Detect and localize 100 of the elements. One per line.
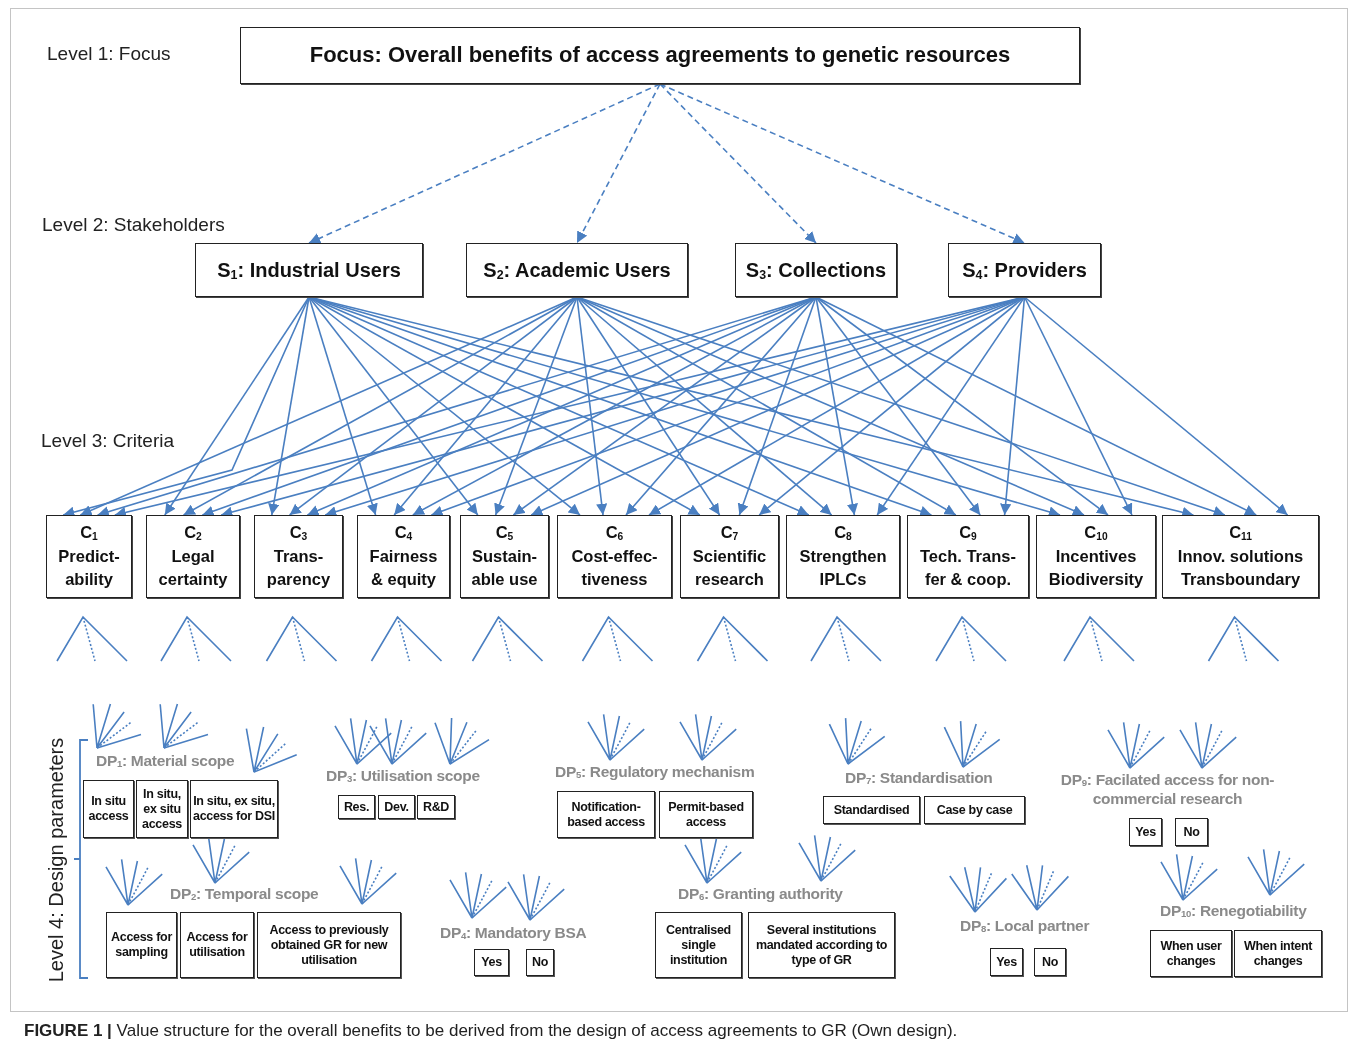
option-box — [180, 912, 254, 978]
level-label: Level 1: Focus — [47, 43, 171, 66]
arrow — [815, 296, 858, 516]
stakeholder-name: S$_{4}$: Providers — [962, 258, 1087, 282]
criterion-code: C$_{4}$ — [394, 521, 413, 544]
criterion-box — [557, 515, 672, 598]
option-box — [378, 795, 415, 819]
option-label: In situ, ex situ access — [141, 786, 183, 832]
arrow — [268, 296, 310, 516]
design-parameter-label: DP$_{10}$: Renegotiability — [1160, 902, 1307, 921]
option-label: No — [1183, 824, 1200, 840]
arrow — [625, 296, 817, 516]
stakeholder-box — [735, 243, 897, 297]
criterion-code: C$_{7}$ — [720, 521, 739, 544]
option-box — [823, 796, 920, 824]
arrow — [494, 296, 578, 516]
design-parameter-label: DP$_{6}$: Granting authority — [678, 885, 843, 904]
option-box — [417, 795, 455, 819]
arrow — [737, 296, 817, 516]
arrow — [815, 296, 981, 516]
design-parameter-label: DP$_{3}$: Utilisation scope — [326, 767, 480, 786]
arrow — [576, 296, 721, 516]
criterion-name: Strengthen IPLCs — [798, 545, 888, 591]
option-box — [1150, 930, 1232, 977]
criterion-name: Fairness & equity — [368, 545, 439, 591]
criterion-name: Sustain- able use — [470, 545, 539, 591]
option-box — [1034, 948, 1066, 976]
option-box — [526, 949, 554, 976]
criterion-name: Trans- parency — [265, 545, 332, 591]
option-box — [655, 912, 742, 978]
option-box — [1175, 818, 1208, 846]
focus-title: Focus: Overall benefits of access agreements to genetic resources — [309, 42, 1011, 69]
arrow — [1023, 296, 1133, 516]
design-parameter-label: DP$_{1}$: Material scope — [96, 752, 235, 771]
arrow — [576, 296, 833, 516]
arrow — [308, 296, 378, 516]
level-label: Level 2: Stakeholders — [42, 214, 225, 237]
level-label: Level 4: Design parameters — [44, 737, 68, 983]
criterion-code: C$_{1}$ — [80, 521, 98, 544]
arrow — [576, 296, 608, 516]
option-label: When user changes — [1159, 938, 1223, 969]
design-parameter-label: DP$_{4}$: Mandatory BSA — [440, 924, 587, 943]
focus-box — [240, 27, 1080, 84]
criterion-code: C$_{5}$ — [495, 521, 514, 544]
dashed-arrow — [576, 83, 661, 244]
option-box — [83, 780, 134, 838]
option-label: Yes — [1135, 824, 1156, 840]
option-label: Access for sampling — [110, 930, 174, 960]
design-parameter-label: DP$_{2}$: Temporal scope — [170, 885, 319, 904]
arrow — [1000, 296, 1026, 516]
criterion-name: Innov. solutions Transboundary — [1176, 545, 1305, 591]
criterion-name: Legal certainty — [157, 545, 229, 591]
option-label: Dev. — [384, 799, 409, 815]
option-box — [257, 912, 401, 978]
criterion-box — [254, 515, 343, 598]
option-label: No — [531, 955, 549, 970]
option-label: Standardised — [833, 802, 910, 818]
criterion-box — [907, 515, 1029, 598]
option-label: Access for utilisation — [185, 930, 249, 960]
criterion-code: C$_{11}$ — [1229, 521, 1252, 544]
criterion-box — [357, 515, 450, 598]
criterion-box — [1162, 515, 1319, 598]
option-box — [1129, 818, 1162, 846]
arrow — [815, 296, 1109, 516]
stakeholder-name: S$_{3}$: Collections — [745, 258, 887, 282]
option-box — [748, 912, 895, 978]
option-label: In situ access — [87, 794, 130, 824]
criterion-box — [680, 515, 779, 598]
criterion-name: Cost-effec- tiveness — [570, 545, 659, 591]
criterion-code: C$_{10}$ — [1084, 521, 1108, 544]
option-label: Centralised single institution — [665, 922, 732, 968]
option-label: In situ, ex situ, access for DSI — [193, 794, 275, 824]
option-label: Several institutions mandated according to type of GR — [754, 922, 889, 968]
criterion-box — [1036, 515, 1156, 598]
criterion-code: C$_{9}$ — [959, 521, 977, 544]
arrow — [1023, 296, 1289, 516]
criterion-box — [460, 515, 549, 598]
criterion-name: Incentives Biodiversity — [1047, 545, 1145, 591]
criterion-code: C$_{8}$ — [834, 521, 852, 544]
criterion-box — [46, 515, 132, 598]
design-parameter-label: DP$_{8}$: Local partner — [960, 917, 1090, 936]
criterion-code: C$_{2}$ — [184, 521, 202, 544]
option-box — [1234, 930, 1322, 977]
criterion-box — [146, 515, 240, 598]
criterion-name: Tech. Trans- fer & coop. — [919, 545, 1017, 591]
criterion-name: Predict- ability — [57, 545, 121, 591]
criterion-name: Scientific research — [691, 545, 768, 591]
design-parameter-label: DP$_{7}$: Standardisation — [845, 769, 993, 788]
option-box — [924, 796, 1025, 824]
dashed-arrow — [659, 83, 1026, 244]
option-label: Yes — [996, 954, 1017, 970]
option-label: Permit-based access — [667, 799, 745, 830]
dashed-arrow — [308, 83, 661, 244]
option-label: When intent changes — [1242, 938, 1314, 969]
criterion-box — [786, 515, 900, 598]
design-parameter-label: DP$_{9}$: Facilated access for non-commercial research — [1059, 771, 1276, 809]
stakeholder-name: S$_{1}$: Industrial Users — [217, 258, 401, 282]
option-label: Access to previously obtained GR for new utilisation — [268, 922, 390, 968]
option-box — [136, 780, 188, 838]
criterion-code: C$_{3}$ — [289, 521, 308, 544]
